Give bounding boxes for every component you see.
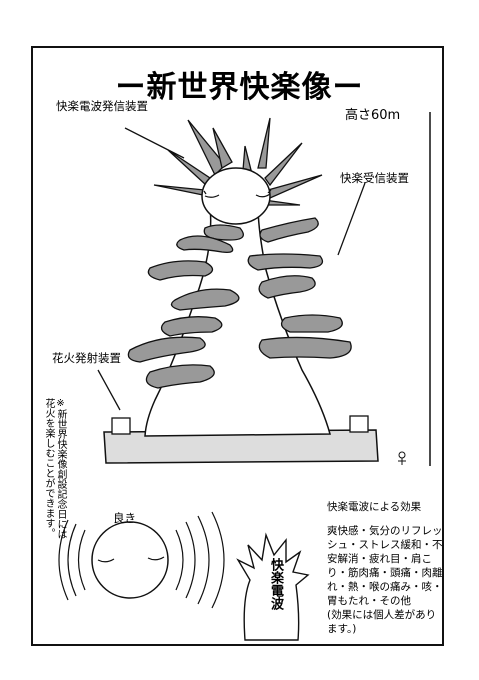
statue-head <box>201 167 271 225</box>
transmitter-leader-line <box>124 127 185 159</box>
spiky-receiver-character <box>236 532 310 641</box>
firework-launcher-right <box>349 415 369 433</box>
page-title: ー新世界快楽像ー <box>115 70 364 105</box>
good-label: 良き <box>113 511 136 525</box>
receiver-label: 快楽受信装置 <box>340 171 409 185</box>
kairaku-denpa-vertical-label: 快楽電波 <box>268 558 283 610</box>
effects-note: (効果には個人差があります。) <box>327 609 437 635</box>
effects-body: 爽快感・気分のリフレッシュ・ストレス緩和・不安解消・疲れ目・肩こり・筋肉痛・頭痛… <box>327 525 443 607</box>
receiver-tentacles <box>127 217 352 389</box>
effects-panel: 快楽電波による効果 爽快感・気分のリフレッシュ・ストレス緩和・不安解消・疲れ目・… <box>327 500 445 636</box>
side-note: ※新世界快楽像創設記念日には花火を楽しむことができます。 <box>43 398 66 539</box>
height-label: 高さ60m <box>345 108 401 123</box>
fireworks-label: 花火発射装置 <box>52 351 121 365</box>
receiver-leader-line <box>337 182 366 256</box>
fireworks-leader-line <box>97 369 121 411</box>
statue-eyes <box>203 189 272 198</box>
firework-launcher-left <box>111 417 131 435</box>
effects-heading: 快楽電波による効果 <box>327 501 422 513</box>
denpa-wave-lines <box>58 511 225 609</box>
antenna-spikes <box>153 117 323 206</box>
transmitter-label: 快楽電波発信装置 <box>56 99 148 113</box>
smiling-character <box>91 521 169 599</box>
scale-person-icon <box>398 451 406 465</box>
